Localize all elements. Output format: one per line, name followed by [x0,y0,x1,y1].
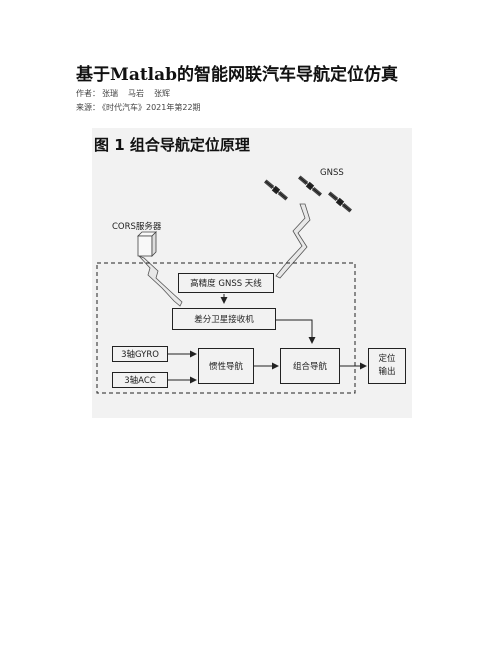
source-line: 来源：《时代汽车》2021年第22期 [76,102,211,113]
satellite-icon [297,174,323,198]
satellite-icon [327,190,353,214]
acc-box: 3轴ACC [112,372,168,388]
gyro-box: 3轴GYRO [112,346,168,362]
author-name: 张瑞 [102,89,118,98]
author-line: 作者：张瑞 马岩 张辉 [76,88,180,99]
author-name: 张辉 [154,89,170,98]
gnss-antenna-box: 高精度 GNSS 天线 [178,273,274,293]
figure-diagram: 图 1 组合导航定位原理 GNSS CORS服务器 高精度 GNSS 天线 差分… [92,128,412,418]
position-output-box: 定位 输出 [368,348,406,384]
gnss-label: GNSS [320,168,344,178]
author-label: 作者： [76,89,100,98]
integrated-nav-box: 组合导航 [280,348,340,384]
author-name: 马岩 [128,89,144,98]
satellite-icon [263,178,289,202]
cors-server-label: CORS服务器 [112,222,162,232]
output-line1: 定位 [378,354,396,364]
article-title: 基于Matlab的智能网联汽车导航定位仿真 [76,65,399,85]
cors-signal-icon [138,255,183,307]
diagram-graphics [96,174,367,394]
source-text: 《时代汽车》2021年第22期 [102,103,201,112]
gnss-signal-icon [275,203,311,279]
source-label: 来源： [76,103,100,112]
cors-server-icon [137,231,157,257]
inertial-nav-box: 惯性导航 [198,348,254,384]
system-boundary [96,262,356,394]
receiver-to-integrated-arrow [276,319,316,344]
receiver-box: 差分卫星接收机 [172,308,276,330]
figure-title: 图 1 组合导航定位原理 [94,136,250,154]
output-line2: 输出 [378,367,396,377]
